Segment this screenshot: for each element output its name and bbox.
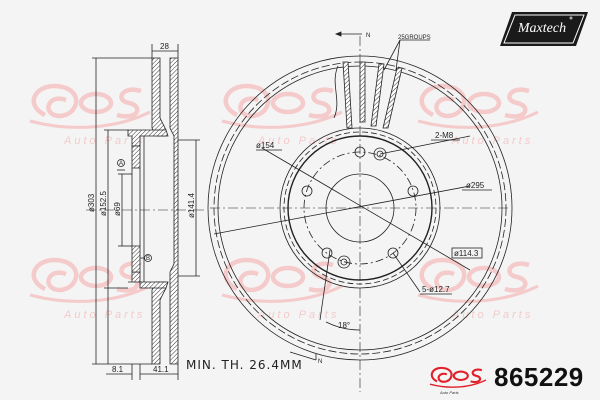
outer-ring-label: ø295 [466,181,485,190]
section-view [86,44,206,380]
watermark-subtext: Auto Parts [257,309,339,321]
direction-label-bottom: N [318,359,322,365]
vane-groups-label: 25GROUPS [398,35,431,41]
brand-name: Maxtech [517,21,567,36]
dim-hat-diameter: ø152.5 [99,191,108,216]
watermark-logo-icon [222,260,342,301]
dim-offset-left: 8.1 [112,365,124,374]
watermark-logo-icon [418,86,538,127]
watermark-subtext: Auto Parts [257,135,339,147]
dim-overall-width: 28 [160,42,169,51]
watermark-logo-icon [30,86,150,127]
registered-mark-icon [569,16,573,20]
bolt-holes-label: 5-ø12.7 [422,285,450,294]
datum-a-icon [117,159,125,167]
min-thickness-label: MIN. TH. 26.4MM [186,358,303,372]
angle-label: 18° [338,321,350,330]
section-dim-labels: 28 ø303 ø152.5 ø69 ø141.4 8.1 41.1 A B [87,42,196,374]
qos-logo-icon [428,366,488,389]
dim-center-bore: ø69 [113,202,122,216]
watermark-subtext: Auto Parts [63,309,145,321]
maxtech-badge [500,12,588,46]
dim-inner-face-diameter: ø141.4 [187,193,196,218]
face-dim-labels: 25GROUPS N N 2-M8 ø154 ø295 ø114.3 5-ø12… [256,33,485,365]
datum-b-label: B [146,256,150,262]
watermark-subtext: Auto Parts [63,135,145,147]
dim-outer-diameter: ø303 [87,193,96,212]
face-view [207,31,513,392]
datum-a-label: A [119,161,123,167]
part-number: 865229 [494,362,584,392]
bolt-circle-label: ø154 [256,141,275,150]
qos-logo-subtext: Auto Parts [439,390,459,395]
dim-hat-height: 41.1 [153,365,169,374]
datum-b-icon [144,254,152,262]
threaded-holes-label: 2-M8 [435,131,454,140]
direction-label-top: N [366,33,370,39]
watermark-subtext: Auto Parts [451,135,533,147]
watermark-layer: Auto Parts Auto Parts Auto Parts Auto Pa… [30,86,538,321]
watermark-logo-icon [222,86,342,127]
pcd-label: ø114.3 [454,249,479,258]
watermark-logo-icon [418,260,538,301]
brand-logo: Maxtech [499,12,585,46]
